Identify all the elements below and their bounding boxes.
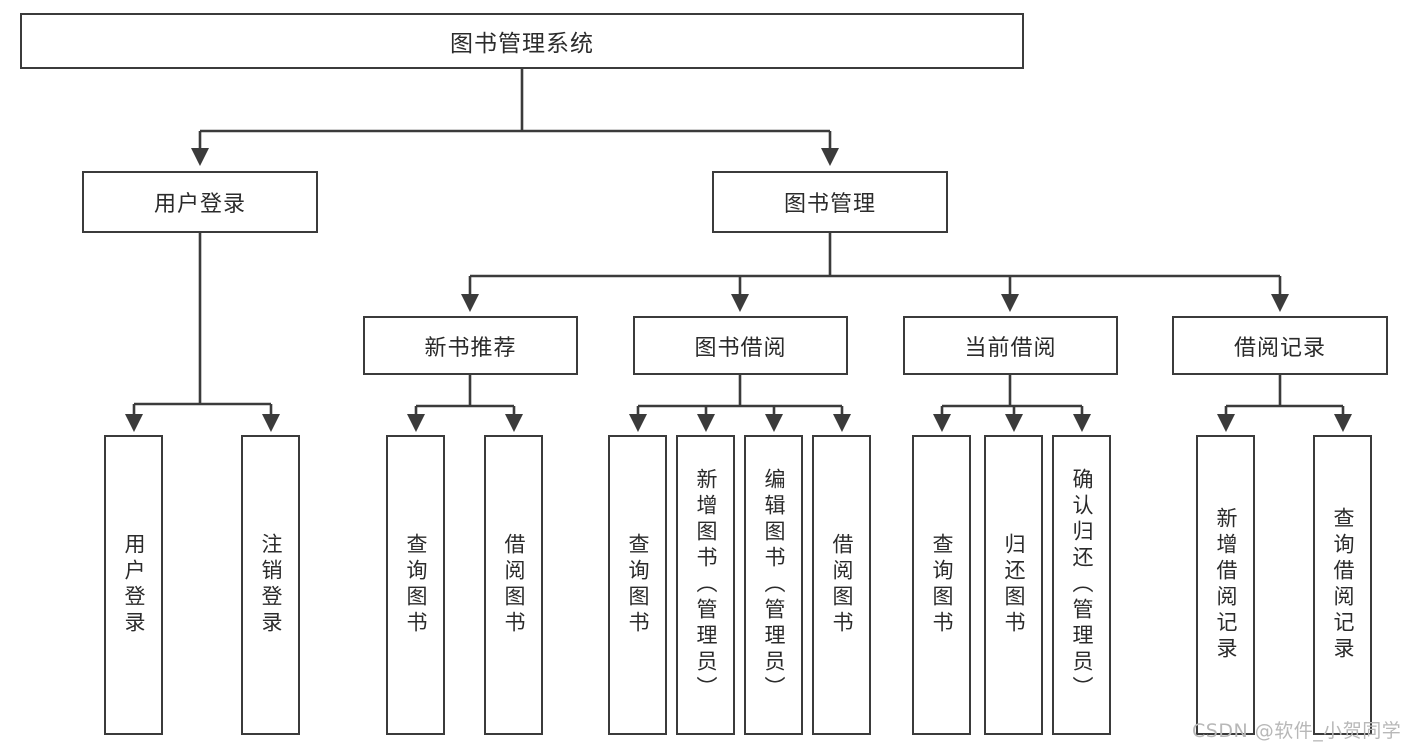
leaf-user-logout[interactable]: 注销登录 (241, 435, 300, 735)
node-borrow-record[interactable]: 借阅记录 (1172, 316, 1388, 375)
leaf-add-book-admin[interactable]: 新增图书（管理员） (676, 435, 735, 735)
leaf-return-book-label: 归还图书 (1002, 533, 1026, 637)
leaf-add-borrow-record-label: 新增借阅记录 (1214, 507, 1238, 663)
leaf-recommend-query-book-label: 查询图书 (404, 533, 428, 637)
leaf-return-book[interactable]: 归还图书 (984, 435, 1043, 735)
leaf-add-borrow-record[interactable]: 新增借阅记录 (1196, 435, 1255, 735)
node-root-label: 图书管理系统 (450, 31, 594, 57)
leaf-current-query-book-label: 查询图书 (930, 533, 954, 637)
leaf-user-login-label: 用户登录 (122, 533, 146, 637)
node-book-management-label: 图书管理 (783, 192, 876, 217)
leaf-recommend-borrow-book-label: 借阅图书 (502, 533, 526, 637)
node-book-management[interactable]: 图书管理 (712, 171, 948, 233)
node-book-borrow-label: 图书借阅 (694, 335, 787, 361)
watermark-text: CSDN @软件_小贺同学 (1192, 720, 1402, 742)
node-new-book-recommend[interactable]: 新书推荐 (363, 316, 578, 375)
node-current-borrow[interactable]: 当前借阅 (903, 316, 1118, 375)
leaf-user-login[interactable]: 用户登录 (104, 435, 163, 735)
node-new-book-recommend-label: 新书推荐 (424, 335, 517, 361)
node-user-login-label: 用户登录 (153, 192, 246, 217)
node-user-login[interactable]: 用户登录 (82, 171, 318, 233)
leaf-query-borrow-record[interactable]: 查询借阅记录 (1313, 435, 1372, 735)
leaf-borrow-query-book-label: 查询图书 (626, 533, 650, 637)
leaf-user-logout-label: 注销登录 (259, 533, 283, 637)
node-current-borrow-label: 当前借阅 (964, 335, 1057, 361)
leaf-borrow-book-label: 借阅图书 (830, 533, 854, 637)
leaf-query-borrow-record-label: 查询借阅记录 (1331, 507, 1355, 663)
leaf-confirm-return-admin-label: 确认归还（管理员） (1070, 468, 1094, 702)
leaf-recommend-query-book[interactable]: 查询图书 (386, 435, 445, 735)
leaf-edit-book-admin[interactable]: 编辑图书（管理员） (744, 435, 803, 735)
node-book-borrow[interactable]: 图书借阅 (633, 316, 848, 375)
leaf-borrow-book[interactable]: 借阅图书 (812, 435, 871, 735)
node-borrow-record-label: 借阅记录 (1233, 335, 1326, 361)
leaf-add-book-admin-label: 新增图书（管理员） (694, 468, 718, 702)
node-root[interactable]: 图书管理系统 (20, 13, 1024, 69)
leaf-current-query-book[interactable]: 查询图书 (912, 435, 971, 735)
leaf-edit-book-admin-label: 编辑图书（管理员） (762, 468, 786, 702)
leaf-borrow-query-book[interactable]: 查询图书 (608, 435, 667, 735)
leaf-recommend-borrow-book[interactable]: 借阅图书 (484, 435, 543, 735)
leaf-confirm-return-admin[interactable]: 确认归还（管理员） (1052, 435, 1111, 735)
